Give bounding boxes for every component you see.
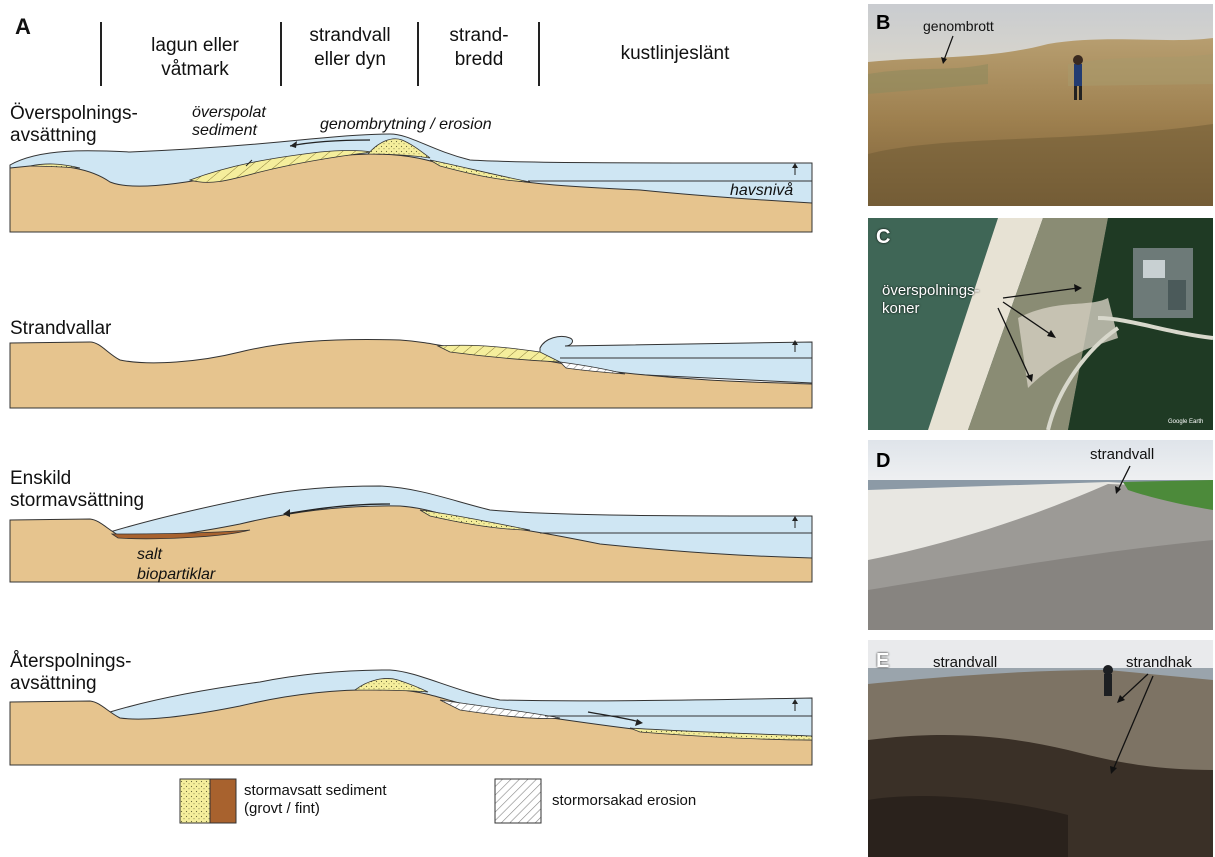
photo-e: E strandvall strandhak (868, 640, 1213, 857)
dune-crest-overwash (367, 138, 431, 159)
profile-ridges (9, 335, 813, 409)
legend-deposit-swatch (179, 778, 237, 824)
ridge-deposit (436, 344, 561, 363)
row-label-ridges: Strandvallar (10, 318, 112, 339)
zone-divider-4 (538, 22, 540, 86)
panel-a-letter: A (15, 14, 31, 39)
photo-b-letter: B (876, 12, 891, 34)
profiles-svg (9, 133, 813, 824)
backwash-deposit (629, 727, 813, 741)
photo-d-letter: D (876, 450, 891, 472)
zone-label-shoreface: kustlinjeslänt (620, 43, 730, 64)
dune-crest-backwash (353, 678, 429, 693)
erosion-ridges (558, 361, 626, 375)
photo-e-letter: E (876, 650, 890, 672)
flow-arrow-single (284, 503, 391, 515)
beach-deposit-overwash (429, 159, 531, 183)
zone-label-beach: strand-bredd (449, 25, 509, 70)
row-label-backwash: Återspolnings-avsättning (10, 651, 132, 694)
photo-c-credit: Google Earth (1168, 419, 1203, 425)
annotation-breach-erosion: genombrytning / erosion (320, 116, 492, 133)
annotation-sea-level: havsnivå (730, 182, 794, 199)
photo-e-label-ridge: strandvall (933, 654, 998, 671)
zone-divider-3 (417, 22, 419, 86)
photo-e-label-scarp: strandhak (1126, 654, 1192, 671)
erosion-backwash (439, 699, 561, 719)
photo-d-label: strandvall (1090, 446, 1155, 463)
legend-deposit-label: stormavsatt sediment(grovt / fint) (244, 782, 387, 817)
photo-c-label: överspolnings-koner (882, 282, 980, 317)
land-ridges (9, 339, 813, 409)
photo-b: B genombrott (868, 4, 1213, 206)
legend-erosion-swatch (494, 778, 542, 824)
photo-b-label: genombrott (923, 18, 994, 34)
row-label-overwash: Överspolnings-avsättning (10, 103, 138, 146)
fine-deposit (110, 529, 251, 540)
legend-erosion-label: stormorsakad erosion (552, 792, 697, 809)
zone-divider-1 (100, 22, 102, 86)
photo-c: Google Earth C överspolnings-koner (868, 218, 1213, 430)
beach-deposit-single (419, 509, 531, 531)
photo-d: D strandvall (868, 440, 1213, 630)
overwash-deposit-lagoon (29, 163, 81, 169)
photo-c-letter: C (876, 226, 891, 248)
flow-arrow-backwash (587, 711, 641, 723)
profile-backwash (9, 669, 813, 766)
profile-single (9, 485, 813, 583)
profile-overwash (9, 133, 813, 233)
zone-divider-2 (280, 22, 282, 86)
